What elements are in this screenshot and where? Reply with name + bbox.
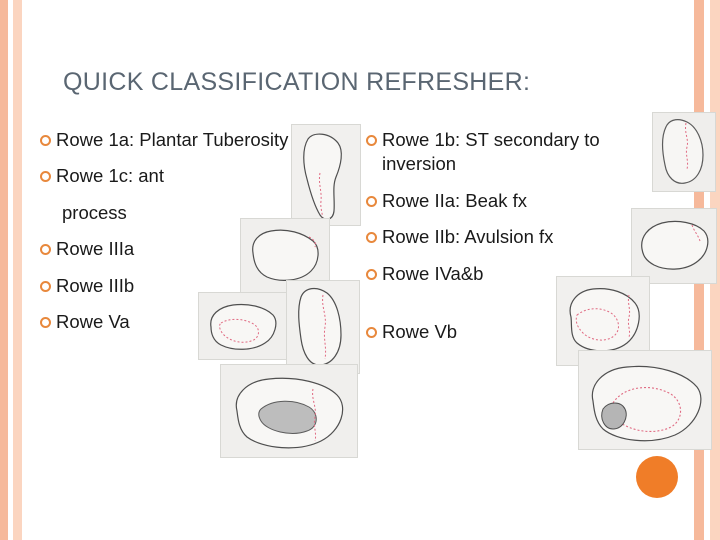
bullet-label: Rowe 1c: ant xyxy=(56,165,164,187)
ring-bullet-icon xyxy=(366,195,382,207)
calcaneus-tracing-1b xyxy=(652,112,716,192)
ring-bullet-icon xyxy=(366,268,382,280)
left-accent-band-gap-2 xyxy=(22,0,28,540)
left-accent-band-gap xyxy=(8,0,13,540)
ring-bullet-icon xyxy=(40,135,56,146)
ring-bullet-icon xyxy=(40,244,56,256)
left-accent-band-outer xyxy=(0,0,8,540)
bullet-label: Rowe IIa: Beak fx xyxy=(382,189,527,211)
list-item: Rowe IIIa xyxy=(40,237,290,261)
list-item: Rowe Vb xyxy=(366,320,656,344)
calcaneus-tracing-1a xyxy=(291,124,361,226)
ring-bullet-icon xyxy=(40,280,56,292)
calcaneus-tracing-1c xyxy=(240,218,330,298)
calcaneus-tracing-IIIb xyxy=(286,280,360,374)
left-accent-band-inner xyxy=(13,0,22,540)
ring-bullet-icon xyxy=(366,135,382,146)
ring-bullet-icon xyxy=(366,327,382,339)
list-item: Rowe Va xyxy=(40,310,290,334)
ring-bullet-icon xyxy=(366,232,382,244)
bullet-label: Rowe 1b: ST secondary to inversion xyxy=(382,129,600,175)
bullet-label: Rowe Va xyxy=(56,311,130,333)
ring-bullet-icon xyxy=(40,317,56,329)
left-bullet-column: Rowe 1a: Plantar Tuberosity Rowe 1c: ant… xyxy=(40,128,290,346)
list-item: Rowe IVa&b xyxy=(366,262,656,286)
bullet-label: Rowe 1a: Plantar Tuberosity xyxy=(56,129,289,150)
list-item-continuation: process xyxy=(40,201,290,225)
page-title: QUICK CLASSIFICATION REFRESHER: xyxy=(63,68,531,96)
calcaneus-tracing-IIIa xyxy=(198,292,288,360)
list-item: Rowe IIa: Beak fx xyxy=(366,189,656,213)
bullet-label: Rowe IIIb xyxy=(56,274,135,296)
list-item: Rowe IIb: Avulsion fx xyxy=(366,225,656,249)
list-item: Rowe 1a: Plantar Tuberosity xyxy=(40,128,290,152)
list-item: Rowe 1b: ST secondary to inversion xyxy=(366,128,656,177)
bullet-label: Rowe IVa&b xyxy=(382,262,484,284)
bullet-label: Rowe Vb xyxy=(382,321,458,343)
bullet-label: process xyxy=(62,201,127,223)
bullet-label: Rowe IIb: Avulsion fx xyxy=(382,226,554,248)
bullet-label: Rowe IIIa xyxy=(56,238,135,260)
calcaneus-tracing-Va xyxy=(220,364,358,458)
calcaneus-tracing-IVab xyxy=(556,276,650,366)
list-item: Rowe IIIb xyxy=(40,274,290,298)
calcaneus-tracing-IIa xyxy=(631,208,717,284)
list-item: Rowe 1c: ant xyxy=(40,164,290,188)
calcaneus-tracing-Vb xyxy=(578,350,712,450)
accent-dot xyxy=(636,456,678,498)
right-bullet-column: Rowe 1b: ST secondary to inversion Rowe … xyxy=(366,128,656,356)
ring-bullet-icon xyxy=(40,171,56,183)
